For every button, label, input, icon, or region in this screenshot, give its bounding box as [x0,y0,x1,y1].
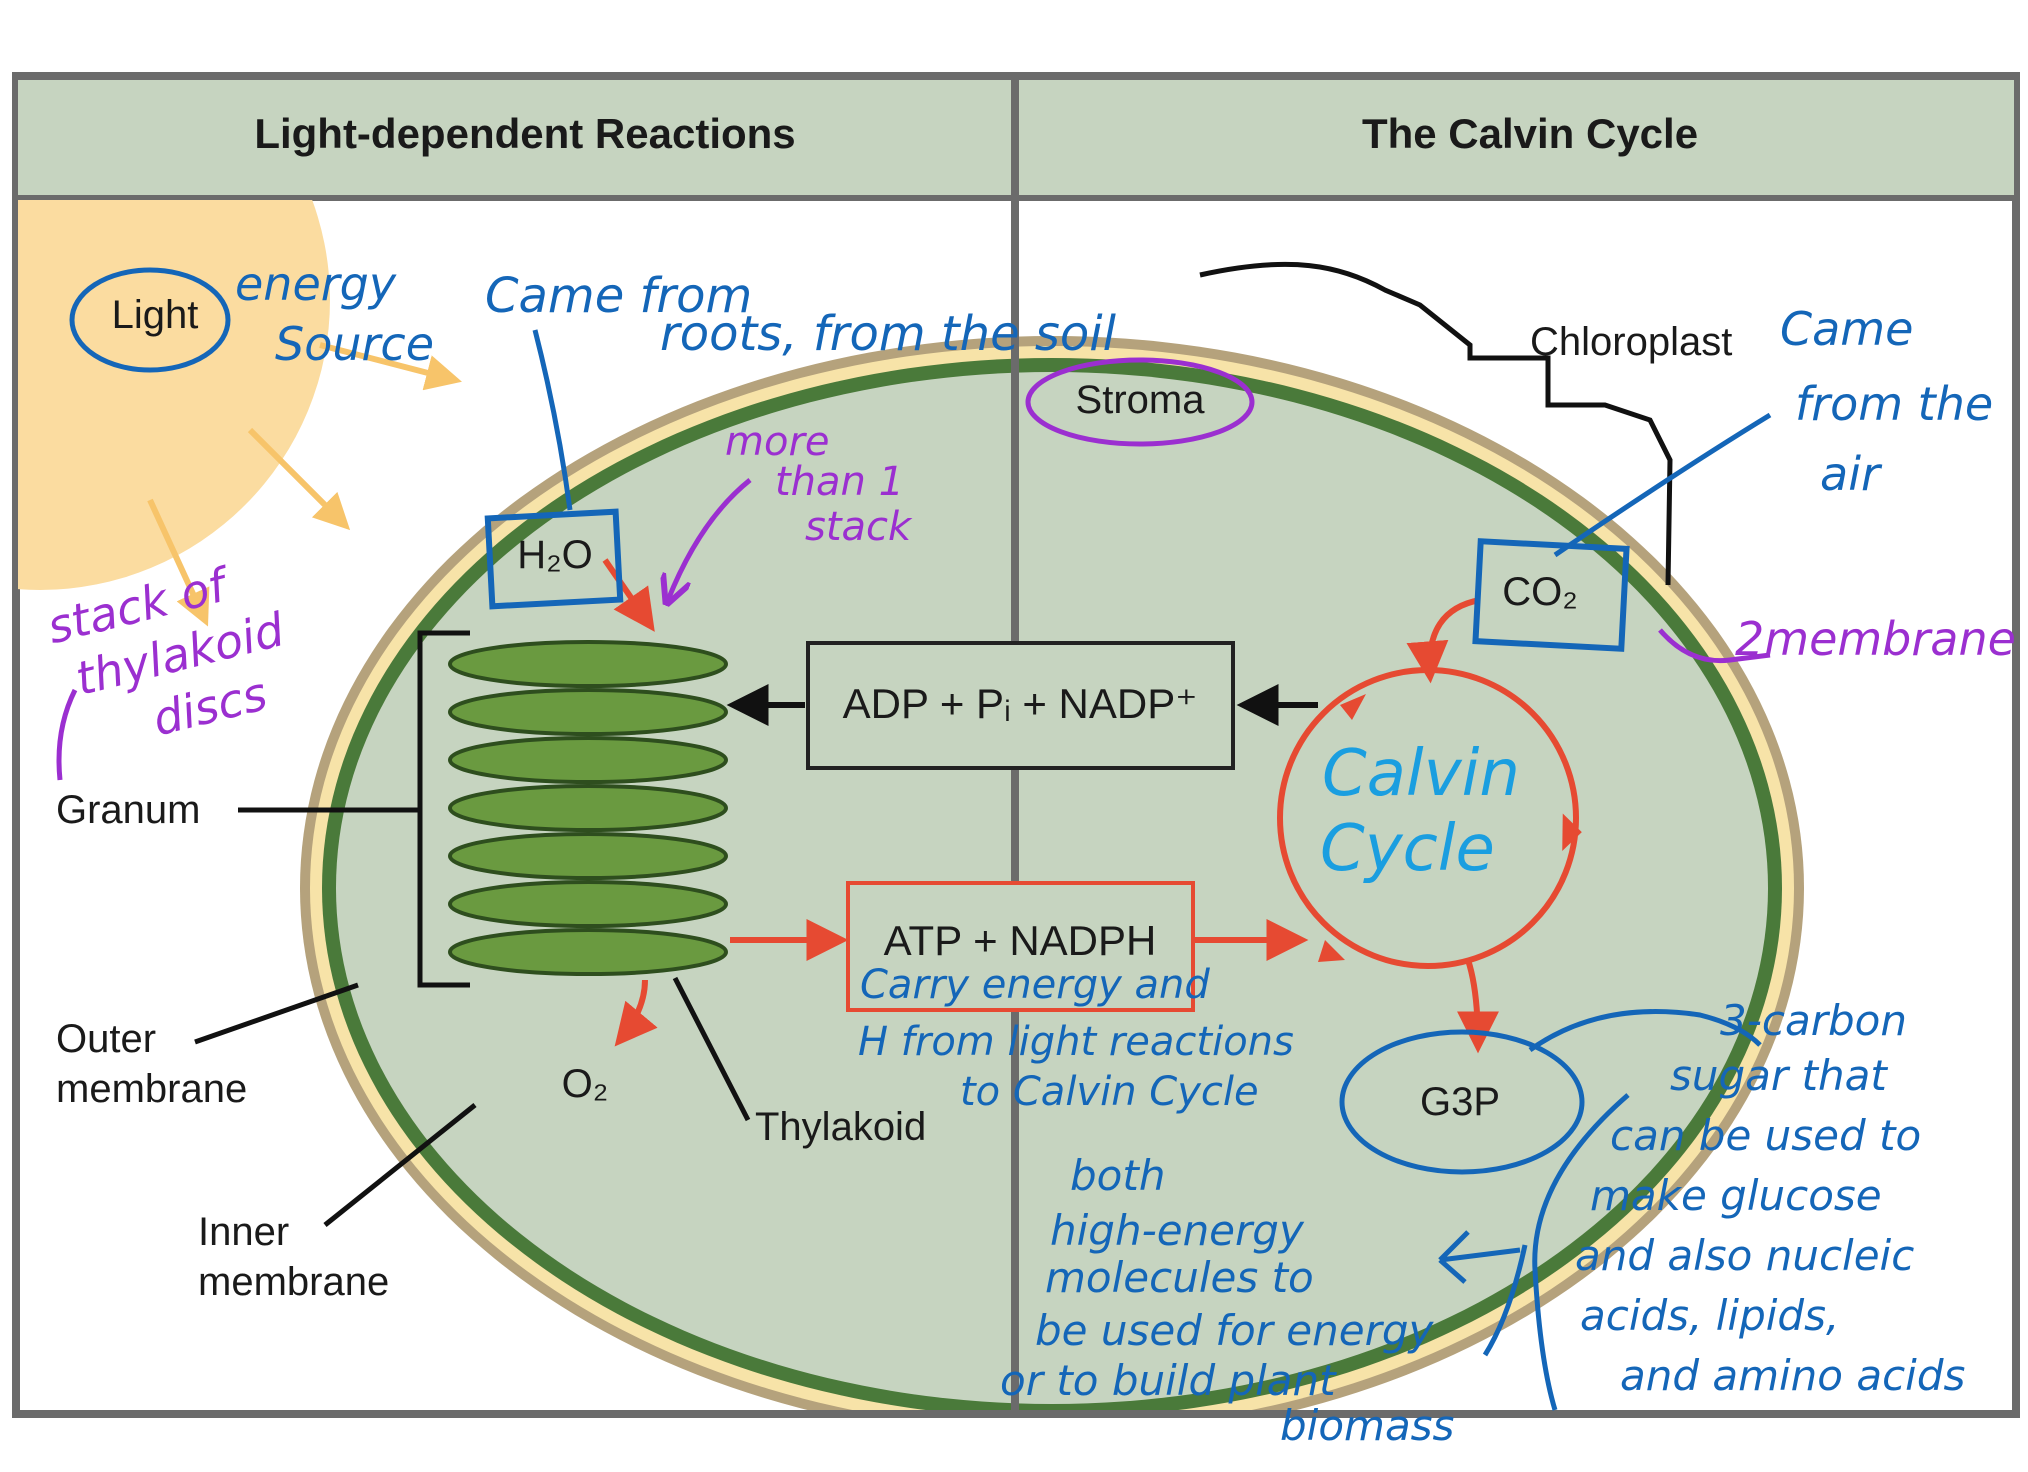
inner-membrane-label: Inner membrane [198,1210,389,1304]
stroma-label: Stroma [1076,378,1206,422]
more-than-stack-note: more than 1 stack [725,419,917,550]
thylakoid-disc [448,928,728,976]
granum-stack [448,640,728,976]
thylakoid-disc [448,880,728,928]
light-rays [147,342,462,627]
thylakoid-disc [448,736,728,784]
two-membranes-note: 2membrane [1735,612,2016,666]
calvin-cycle-note: Calvin Cycle [1320,737,1540,886]
atp-label: ATP + NADPH [884,917,1157,964]
g3p-note: 3-carbon sugar that can be used to make … [1575,996,1965,1400]
header-light-dependent: Light-dependent Reactions [254,110,795,157]
h2o-box [484,508,624,610]
o2-arrow [614,979,658,1047]
g3p-circle [1339,1029,1585,1175]
stroma-circle [1025,357,1255,447]
atp-box [846,881,1195,1012]
h2o-label: H₂O [517,533,593,577]
atp-note: Carry energy and H from light reactions … [858,962,1307,1115]
sun-icon [18,200,330,590]
chloroplast-label: Chloroplast [1530,320,1732,364]
adp-box [806,641,1235,770]
co2-origin-note: Came from the air [1780,302,2008,501]
adp-label: ADP + Pᵢ + NADP⁺ [843,680,1198,727]
both-molecules-note: both high-energy molecules to be used fo… [1000,1151,1454,1450]
granum-stack-note: stack of thylakoid discs [42,543,317,765]
cycle-arrowheads [1318,694,1582,962]
thylakoid-disc [448,688,728,736]
h2o-origin-note: Came from roots, from the soil [485,268,1117,362]
g3p-label: G3P [1420,1080,1500,1124]
chloroplast-bracket [1199,261,1673,586]
h2o-arrow [602,558,655,632]
co2-cycle-arrow [1406,597,1481,684]
thylakoid-disc [448,640,728,688]
thylakoid-label: Thylakoid [755,1105,926,1149]
thylakoid-disc [448,784,728,832]
light-label: Light [112,293,199,337]
thylakoid-disc [448,832,728,880]
header-calvin-cycle: The Calvin Cycle [1362,110,1698,157]
co2-label: CO₂ [1502,570,1578,614]
light-circle [69,267,231,373]
o2-label: O₂ [562,1062,609,1106]
granum-label: Granum [56,788,201,832]
energy-source-note: energy Source [235,257,434,371]
outer-membrane-label: Outer membrane [56,1017,247,1111]
co2-box [1472,538,1630,652]
